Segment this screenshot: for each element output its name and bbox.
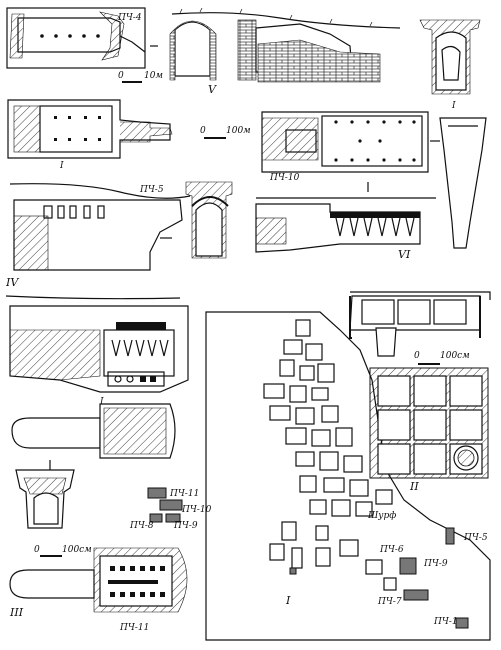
column-dots-vi xyxy=(334,120,416,162)
numeral-iii: III xyxy=(9,606,24,619)
grass-ticks-v xyxy=(179,7,373,27)
site-rooms xyxy=(263,319,397,591)
label-pch10-top: ПЧ-10 xyxy=(269,173,300,183)
panel-i: Шурф ПЧ-6 ПЧ-9 ПЧ-5 ПЧ-7 ПЧ-1 I xyxy=(205,311,491,641)
label-pch7-plan: ПЧ-7 xyxy=(377,597,402,607)
plan-pch5-hall xyxy=(39,105,113,153)
scale-100cm-b: 100см xyxy=(440,351,470,361)
tomb-markers xyxy=(289,527,469,629)
label-pch5-plan: ПЧ-5 xyxy=(463,533,488,543)
panel-v: ПЧ-4 0 10м V I xyxy=(6,7,481,111)
label-pch10-inset: ПЧ-10 xyxy=(181,505,212,515)
arch-section xyxy=(174,21,211,77)
numeral-iv: IV xyxy=(5,276,19,289)
panel-iii: I ПЧ-11 ПЧ-10 ПЧ-8 ПЧ-9 0 100см xyxy=(5,295,212,633)
numeral-vi: VI xyxy=(398,248,411,261)
scale-100cm-a: 100см xyxy=(62,545,92,555)
grave-goods-pch11 xyxy=(108,566,165,597)
scale-10m: 10м xyxy=(144,71,163,81)
scale-zero-c: 0 xyxy=(34,545,40,555)
plan-frame-pch4 xyxy=(6,7,146,69)
ground-line-v xyxy=(171,12,401,29)
section-mark-i-c: I xyxy=(99,397,104,407)
columns-section-vi xyxy=(330,212,420,237)
column-dots-iv xyxy=(54,116,101,141)
dromos-plan-iii xyxy=(11,417,101,449)
shaft-vi xyxy=(439,117,487,249)
scale-100m: 100м xyxy=(226,126,251,136)
label-pch4: ПЧ-4 xyxy=(117,13,142,23)
panel-iv: 0 100м I ПЧ-5 IV xyxy=(5,99,251,289)
label-pch11-inset: ПЧ-11 xyxy=(169,489,199,499)
grave-goods-row xyxy=(107,371,165,387)
shaft-v xyxy=(435,31,467,91)
pillar-dots xyxy=(40,34,100,38)
label-pch5: ПЧ-5 xyxy=(139,185,164,195)
ground-line-iv xyxy=(9,183,191,199)
section-mark-i-a: I xyxy=(451,101,456,111)
grid-section-ii xyxy=(349,295,481,331)
site-boundary xyxy=(205,311,491,641)
numeral-ii: II xyxy=(409,480,419,493)
label-pch6-plan: ПЧ-6 xyxy=(379,545,404,555)
scale-zero-b: 0 xyxy=(200,126,206,136)
inset-plan-pch11-pch8: ПЧ-11 ПЧ-10 ПЧ-8 ПЧ-9 xyxy=(129,487,212,531)
label-pch8-inset: ПЧ-8 xyxy=(129,521,154,531)
scale-zero-a: 0 xyxy=(118,71,124,81)
numeral-i: I xyxy=(285,594,291,607)
ground-line-iii xyxy=(5,295,181,300)
section-mark-i-b: I xyxy=(59,161,64,171)
scale-zero-d: 0 xyxy=(414,351,420,361)
label-pch9-plan: ПЧ-9 xyxy=(423,559,448,569)
label-pch1-plan: ПЧ-1 xyxy=(433,617,458,627)
label-pch11-bottom: ПЧ-11 xyxy=(119,623,149,633)
plan-pch10-top xyxy=(321,115,423,167)
arch-section-iv xyxy=(195,202,223,257)
numeral-v: V xyxy=(208,83,217,96)
label-pch9-inset: ПЧ-9 xyxy=(173,521,198,531)
label-shurf: Шурф xyxy=(367,511,396,521)
panel-vi: ПЧ-10 VI xyxy=(255,111,487,261)
dromos-plan-pch11 xyxy=(9,569,95,599)
shaft-iii xyxy=(33,492,59,525)
panel-ii: 0 100см II xyxy=(349,291,491,493)
